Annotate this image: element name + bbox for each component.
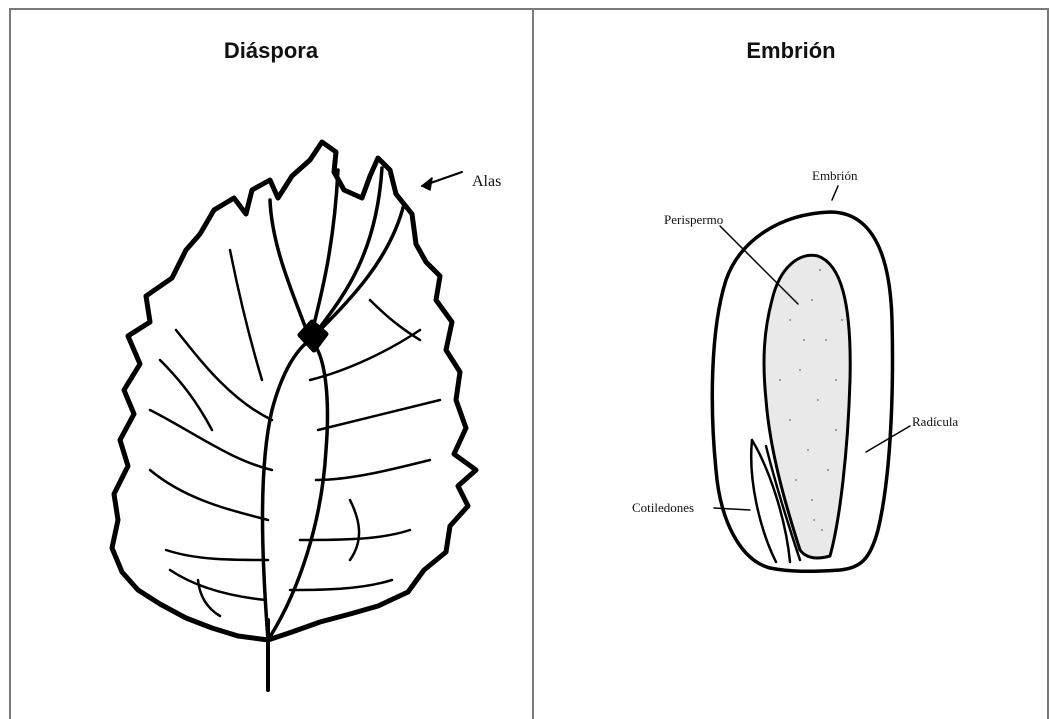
embryo-drawing [712,186,910,571]
leader-embrion [832,186,838,200]
diaspora-seed-body [263,340,328,640]
label-perispermo: Perispermo [664,212,723,227]
label-cotiledones: Cotiledones [632,500,694,515]
label-embrion: Embrión [812,168,858,183]
label-radicula: Radícula [912,414,958,429]
label-alas: Alas [472,173,501,190]
diaspora-outline [112,142,476,640]
diaspora-drawing [112,142,476,690]
